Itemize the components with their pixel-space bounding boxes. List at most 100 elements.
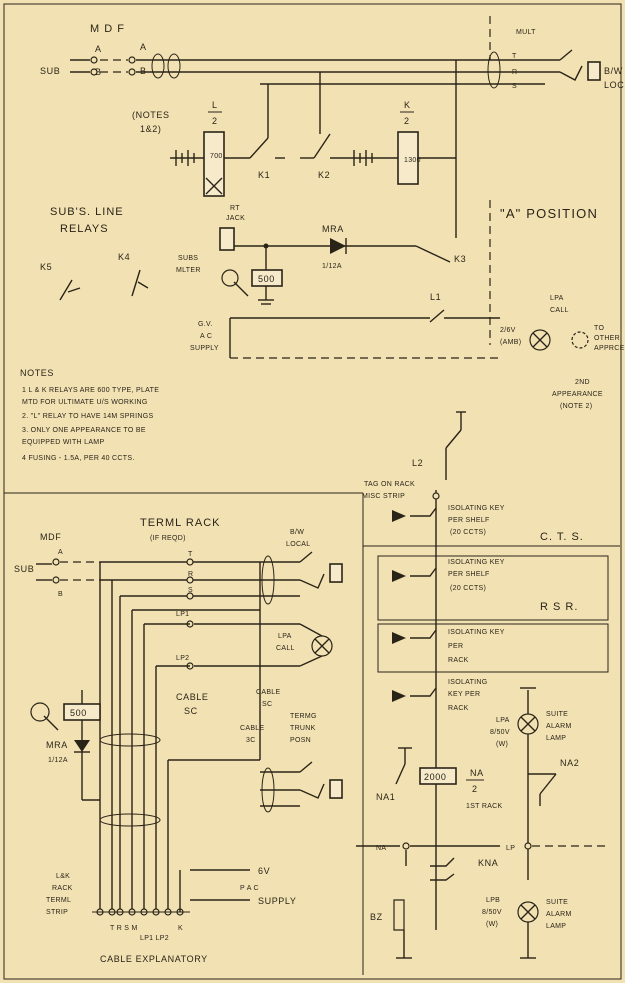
if-reqd-label: (IF REQD)	[150, 535, 186, 542]
lpa-label: LPA	[550, 295, 564, 302]
trsm-label: T R S M	[110, 925, 138, 932]
jack-plug-icon	[587, 61, 601, 81]
terminal	[52, 576, 60, 584]
mdf-a2-label: A	[140, 42, 147, 52]
strip-label: STRIP	[46, 909, 68, 916]
trunk-label: TRUNK	[290, 725, 316, 732]
na-coil	[419, 767, 457, 785]
rt-label: RT	[230, 205, 240, 212]
na-den: 2	[472, 784, 478, 794]
l2-contact	[445, 429, 462, 449]
meter-value: 500	[258, 274, 275, 284]
a-position-label: "A" POSITION	[500, 206, 598, 221]
alarm-label: ALARM	[546, 723, 572, 730]
jack-plug-icon	[329, 779, 343, 799]
tag-on-rack-label: TAG ON RACK	[364, 481, 415, 488]
posn-label: POSN	[290, 737, 311, 744]
mra-value: 1/12A	[322, 263, 342, 270]
k1-label: K1	[258, 170, 270, 180]
k4-contact	[131, 269, 149, 297]
wire	[299, 623, 323, 637]
na-label: NA	[376, 845, 386, 852]
note-line-1: 1 L & K RELAYS ARE 600 TYPE, PLATE	[22, 387, 159, 394]
rt-jack-icon	[219, 227, 235, 251]
l-relay-coil	[203, 131, 225, 197]
terminal	[186, 592, 194, 600]
notes-heading: NOTES	[20, 368, 54, 378]
lamp-cross	[532, 332, 548, 348]
terml-rack-label: TERML RACK	[140, 517, 221, 529]
iso-key-1	[410, 507, 437, 517]
rsr-label: R S R.	[540, 601, 578, 613]
iso2-b: PER SHELF	[448, 571, 490, 578]
note-line-2: MTD FOR ULTIMATE U/S WORKING	[22, 399, 148, 406]
3c-label: 3C	[246, 737, 256, 744]
lpb-v: 8/50V	[482, 909, 502, 916]
cable-explanatory-label: CABLE EXPLANATORY	[100, 954, 208, 964]
first-rack-label: 1ST RACK	[466, 803, 503, 810]
k-relay-label: K	[404, 100, 411, 110]
call-label: CALL	[550, 307, 569, 314]
mra-bottom: MRA	[46, 740, 68, 750]
termg-label: TERMG	[290, 713, 317, 720]
lamp-label: LAMP	[546, 735, 566, 742]
rectifier-icon	[74, 740, 90, 752]
sc2-label: SC	[184, 706, 198, 716]
na1-label: NA1	[376, 792, 395, 802]
sub-label: SUB	[40, 66, 60, 76]
rack-frame	[377, 623, 609, 673]
alarm2-label: ALARM	[546, 911, 572, 918]
jack-label: JACK	[226, 215, 245, 222]
k-label: K	[178, 925, 183, 932]
l1-label: L1	[430, 292, 441, 302]
jack-springs	[559, 49, 583, 81]
lk-label: L&K	[56, 873, 70, 880]
mdf-bottom-label: MDF	[40, 532, 61, 542]
lp1lp2-label: LP1 LP2	[140, 935, 169, 942]
lamp-cross	[520, 716, 536, 732]
apprce-label: APPRCE	[594, 345, 625, 352]
mult-label: MULT	[516, 29, 536, 36]
s-bottom: S	[188, 587, 193, 594]
sub-bottom-label: SUB	[14, 564, 34, 574]
cable-3c-label: CABLE	[240, 725, 264, 732]
buzzer-icon	[393, 899, 405, 931]
notes-ref: (NOTES	[132, 110, 170, 120]
other-lamp-icon	[571, 331, 589, 349]
k2-label: K2	[318, 170, 330, 180]
cable-sheath	[151, 53, 165, 79]
notes-ref-2: 1&2)	[140, 124, 161, 134]
key-arrow-icon	[392, 632, 406, 644]
cable-sc-label: CABLE	[256, 689, 280, 696]
suite-label: SUITE	[546, 711, 568, 718]
mdf-b2-label: B	[140, 66, 147, 76]
t-label: T	[512, 53, 517, 60]
junction	[263, 243, 269, 249]
lp2-label: LP2	[176, 655, 189, 662]
2nd-label: 2ND	[575, 379, 590, 386]
rectifier-icon	[330, 238, 346, 254]
terml-label: TERML	[46, 897, 71, 904]
note-line-4: 3. ONLY ONE APPEARANCE TO BE	[22, 427, 146, 434]
supply-label: SUPPLY	[190, 345, 219, 352]
other-label: OTHER	[594, 335, 620, 342]
lpa-suite-label: LPA	[496, 717, 510, 724]
key-arrow-icon	[392, 510, 406, 522]
local-bottom: LOCAL	[286, 541, 310, 548]
k1-contact	[249, 137, 269, 159]
iso2-a: ISOLATING KEY	[448, 559, 505, 566]
terminal	[52, 558, 60, 566]
meter-pointer	[233, 281, 249, 297]
amb-label: (AMB)	[500, 339, 521, 346]
t-bottom: T	[188, 551, 193, 558]
b-bottom: B	[58, 591, 63, 598]
bw-label: B/W	[604, 66, 623, 76]
lpb-label: LPB	[486, 897, 500, 904]
cable-sheath	[487, 51, 501, 89]
iso4-a: ISOLATING	[448, 679, 488, 686]
cable-sc2-label: CABLE	[176, 692, 209, 702]
to-label: TO	[594, 325, 604, 332]
loc-label: LOC	[604, 80, 624, 90]
jack-plug-icon	[329, 563, 343, 583]
lp1-label: LP1	[176, 611, 189, 618]
